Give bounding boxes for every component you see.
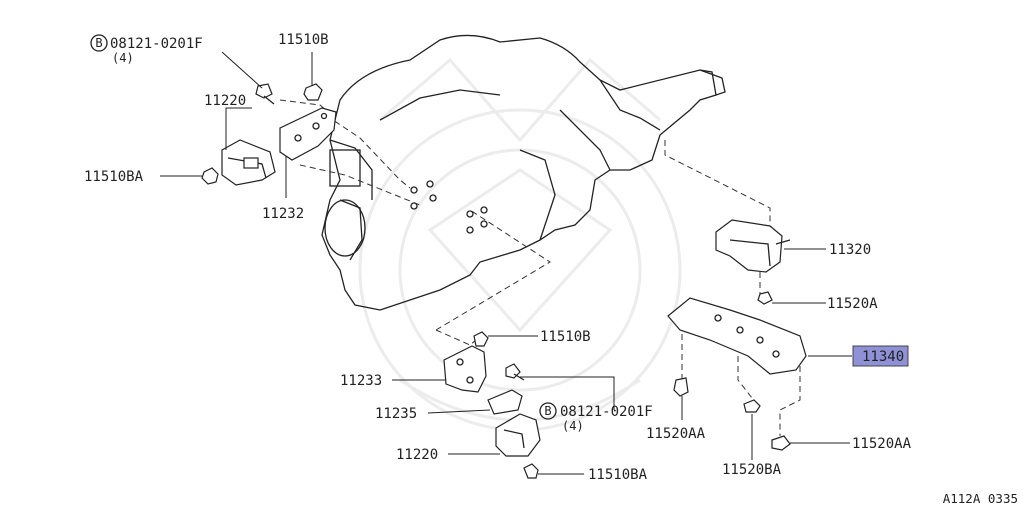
label-nut-11510b-top: 11510B (278, 32, 329, 48)
plate-11235 (487, 389, 523, 415)
label-insulator-11220-top: 11220 (204, 93, 246, 109)
left-front-mount (201, 83, 337, 186)
label-bolt-08121-top: 08121-0201F (110, 36, 203, 52)
label-nut-11510ba-left: 11510BA (84, 169, 144, 185)
callout-labels: B 08121-0201F (4) 11510B 11220 11510BA 1… (84, 32, 1018, 506)
bolt-badge-lower (539, 402, 557, 420)
rear-mount-11320 (715, 219, 783, 273)
bolt-08121-lower (505, 363, 521, 379)
bracket-11232 (279, 107, 337, 161)
bolt-11520a (757, 291, 773, 305)
bolt-badge-top-letter: B (95, 36, 102, 50)
assembly-guides (279, 99, 801, 436)
label-insulator-11220-lower: 11220 (396, 447, 438, 463)
engine-transmission-assembly (321, 34, 726, 311)
bracket-11233 (443, 345, 487, 393)
label-bolt-11520ba: 11520BA (722, 462, 782, 478)
bolt-08121-top (255, 83, 273, 99)
figure-reference: A112A 0335 (943, 491, 1018, 506)
bolt-11520aa-right (771, 435, 791, 451)
label-member-11340: 11340 (862, 349, 904, 365)
lower-mount-assembly (443, 331, 541, 479)
label-bracket-11233: 11233 (340, 373, 382, 389)
label-bracket-11232: 11232 (262, 206, 304, 222)
label-bolt-11520aa-left: 11520AA (646, 426, 706, 442)
label-bolt-08121-top-qty: (4) (112, 51, 134, 65)
label-bolt-08121-lower-qty: (4) (562, 419, 584, 433)
label-bolt-11520a: 11520A (827, 296, 878, 312)
nut-11510ba-lower (523, 463, 539, 479)
highlight-11340 (852, 345, 909, 367)
label-mount-11320: 11320 (829, 242, 871, 258)
bolt-badge-lower-letter: B (544, 404, 551, 418)
washer-11520ba (743, 399, 761, 413)
label-plate-11235: 11235 (375, 406, 417, 422)
nut-11510b-top (303, 83, 323, 101)
nut-11510ba-left (201, 167, 219, 185)
label-nut-11510ba-lower: 11510BA (588, 467, 648, 483)
insulator-11220-lower (495, 413, 541, 457)
rear-mount-assembly (667, 219, 807, 451)
nut-11510b-lower (473, 331, 489, 347)
label-bolt-11520aa-right: 11520AA (852, 436, 912, 452)
bolt-badge-top (90, 34, 108, 52)
rear-member-11340 (667, 297, 807, 375)
bolt-11520aa-left (673, 377, 689, 397)
label-nut-11510b-lower: 11510B (540, 329, 591, 345)
label-bolt-08121-lower: 08121-0201F (560, 404, 653, 420)
leader-lines (160, 51, 852, 475)
